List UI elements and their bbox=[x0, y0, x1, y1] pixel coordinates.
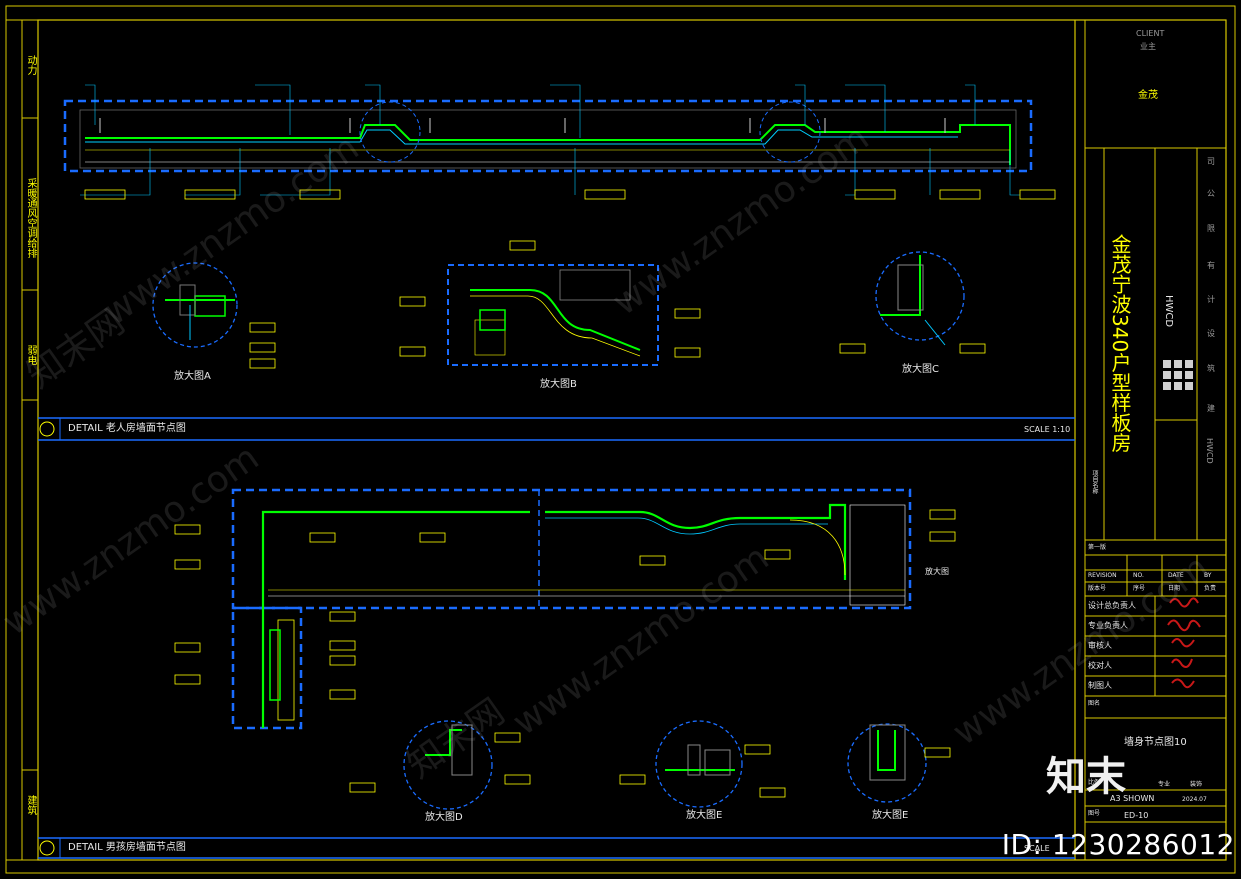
detail-marker-icon bbox=[39, 840, 55, 856]
enlarge-e2-detail bbox=[847, 723, 927, 803]
company-char: 计 bbox=[1207, 295, 1215, 304]
enlarge-bottom-right-label: 放大图 bbox=[925, 567, 949, 576]
company-logo-text: HWCD bbox=[1163, 295, 1174, 328]
enlarge-d-label: 放大图D bbox=[425, 812, 463, 823]
company-char: 建 bbox=[1207, 404, 1215, 413]
enlarge-a-detail bbox=[152, 262, 238, 348]
date-value: 2024.07 bbox=[1182, 796, 1207, 803]
major-value: 装饰 bbox=[1190, 781, 1203, 788]
enlarge-e-label: 放大图E bbox=[686, 810, 723, 821]
left-strip-mid-label: 采暖通风空调给排 bbox=[25, 178, 36, 258]
sheet-no: ED-10 bbox=[1124, 811, 1149, 820]
left-strip-bottom-label: 建筑 bbox=[25, 795, 36, 815]
material-tags bbox=[84, 189, 1056, 798]
enlarge-b-detail bbox=[447, 264, 659, 366]
top-detail-title: DETAIL 老人房墙面节点图 bbox=[68, 423, 186, 434]
rev-header-cn: 日期 bbox=[1168, 585, 1181, 592]
scale-label: 比例 bbox=[1088, 779, 1101, 786]
company-char: 限 bbox=[1207, 224, 1215, 233]
enlarge-e-detail bbox=[655, 720, 743, 808]
sign-row-label: 校对人 bbox=[1088, 661, 1112, 670]
left-strip-top-label: 动力 bbox=[25, 55, 36, 75]
rev-header: NO. bbox=[1133, 572, 1144, 579]
bottom-detail-title: DETAIL 男孩房墙面节点图 bbox=[68, 842, 186, 853]
enlarge-a-label: 放大图A bbox=[174, 371, 211, 382]
sign-row-label: 设计总负责人 bbox=[1088, 601, 1136, 610]
company-code: HWCD bbox=[1205, 438, 1214, 464]
company-char: 有 bbox=[1207, 261, 1215, 270]
top-detail-scale: SCALE 1:10 bbox=[1024, 425, 1071, 434]
rev-header-cn: 负责 bbox=[1204, 585, 1217, 592]
drawing-name: 墙身节点图10 bbox=[1124, 737, 1187, 748]
sheet-outer-border bbox=[5, 5, 1236, 874]
znzmo-logo: 知末 bbox=[1046, 754, 1126, 800]
project-name: 金茂宁波340户型样板房 bbox=[1108, 234, 1132, 453]
company-char: 设 bbox=[1207, 329, 1215, 338]
company-char: 公 bbox=[1207, 189, 1215, 198]
sign-row-label: 专业负责人 bbox=[1088, 621, 1128, 630]
enlarge-c-label: 放大图C bbox=[902, 364, 939, 375]
left-strip-lower-label: 弱电 bbox=[25, 345, 36, 365]
rev-header: BY bbox=[1204, 572, 1212, 579]
scale-value: A3 SHOWN bbox=[1110, 794, 1155, 803]
company-char: 司 bbox=[1207, 157, 1215, 166]
hwcd-logo-icon bbox=[1163, 360, 1193, 390]
enlarge-d-detail bbox=[403, 720, 493, 810]
signature-marks bbox=[1167, 597, 1201, 689]
sheet-no-label: 图号 bbox=[1088, 810, 1101, 817]
bottom-detail-scale: SCALE bbox=[1024, 844, 1050, 853]
rev-header: REVISION bbox=[1088, 572, 1117, 579]
detail-marker-icon bbox=[39, 421, 55, 437]
rev-header-cn: 序号 bbox=[1133, 585, 1146, 592]
rev-header-cn: 版本号 bbox=[1088, 585, 1107, 592]
sign-row-label: 制图人 bbox=[1088, 681, 1112, 690]
client-name: 金茂 bbox=[1138, 90, 1158, 101]
company-char: 筑 bbox=[1207, 364, 1215, 373]
sign-row-label: 审核人 bbox=[1088, 641, 1112, 650]
client-label-en: CLIENT bbox=[1136, 29, 1165, 38]
major-label: 专业 bbox=[1158, 781, 1171, 788]
top-wall-section bbox=[63, 99, 1033, 173]
bottom-wall-section bbox=[231, 488, 912, 730]
top-leader-lines bbox=[80, 84, 1020, 196]
client-label-cn: 业主 bbox=[1140, 42, 1156, 51]
project-label: 项目名称 bbox=[1091, 470, 1098, 494]
enlarge-b-label: 放大图B bbox=[540, 379, 577, 390]
drawing-name-label: 图名 bbox=[1088, 700, 1101, 707]
enlarge-c-detail bbox=[875, 251, 965, 346]
revision-first: 第一版 bbox=[1088, 544, 1107, 551]
enlarge-e2-label: 放大图E bbox=[872, 810, 909, 821]
resource-id: ID: 1230286012 bbox=[1001, 828, 1235, 861]
rev-header: DATE bbox=[1168, 572, 1184, 579]
